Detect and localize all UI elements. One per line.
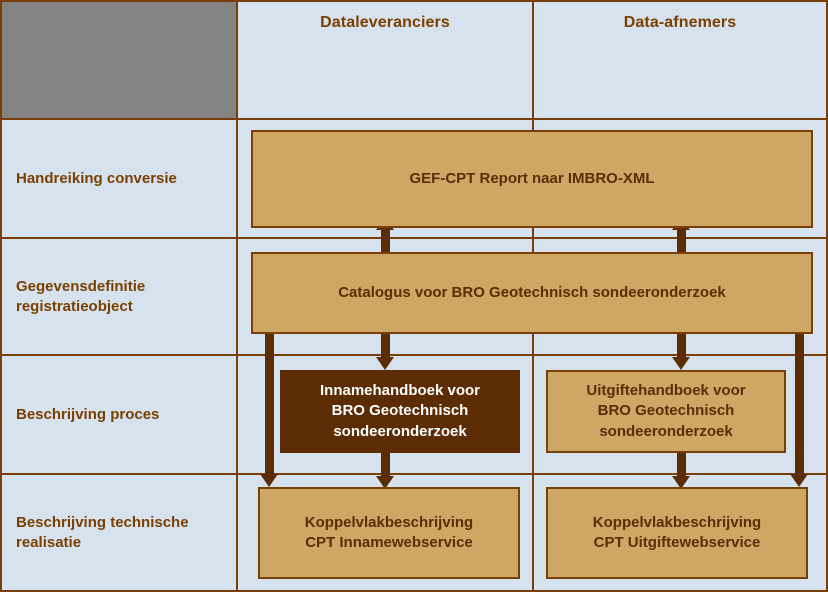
arrow-catalogus-to-koppelvlak-uitgifte-head — [790, 474, 808, 487]
box-gef-cpt-report[interactable]: GEF-CPT Report naar IMBRO-XML — [251, 130, 813, 228]
box-label-line-1: Innamehandboek voor — [319, 382, 481, 400]
corner-cell — [0, 0, 238, 120]
box-uitgiftehandboek[interactable]: Uitgiftehandboek voor BRO Geotechnisch s… — [546, 370, 786, 453]
arrow-innamehandboek-to-koppelvlak-inname-shaft — [381, 452, 390, 478]
row-label-beschrijving-technische-realisatie: Beschrijving technische realisatie — [0, 473, 238, 592]
box-koppelvlak-inname[interactable]: Koppelvlakbeschrijving CPT Innamewebserv… — [258, 487, 520, 579]
arrow-catalogus-to-uitgiftehandboek-head — [672, 357, 690, 370]
column-header-dataleveranciers: Dataleveranciers — [236, 0, 534, 120]
box-label-line-2: BRO Geotechnisch — [597, 402, 735, 420]
arrow-uitgiftehandboek-to-koppelvlak-uitgifte-head — [672, 476, 690, 489]
box-label-line-2: CPT Uitgiftewebservice — [593, 534, 761, 551]
arrow-catalogus-to-koppelvlak-uitgifte-shaft — [795, 333, 804, 476]
arrow-catalogus-to-gefcpt-left-shaft — [381, 228, 390, 254]
box-label-line-1: Koppelvlakbeschrijving — [304, 513, 474, 531]
arrow-catalogus-to-koppelvlak-inname-shaft — [265, 333, 274, 476]
row-label-beschrijving-proces: Beschrijving proces — [0, 354, 238, 475]
arrow-catalogus-to-innamehandboek-shaft — [381, 333, 390, 359]
box-label: Catalogus voor BRO Geotechnisch sondeero… — [338, 283, 726, 301]
arrow-catalogus-to-uitgiftehandboek-shaft — [677, 333, 686, 359]
row-label-text: Gegevensdefinitie registratieobject — [16, 277, 146, 315]
box-label-line-2: BRO Geotechnisch — [331, 402, 469, 420]
box-label: GEF-CPT Report naar IMBRO-XML — [409, 169, 655, 187]
arrow-catalogus-to-koppelvlak-inname-head — [260, 474, 278, 487]
row-label-text: Beschrijving technische realisatie — [16, 513, 189, 551]
row-label-handreiking-conversie: Handreiking conversie — [0, 118, 238, 239]
column-header-label: Data-afnemers — [623, 14, 737, 31]
column-header-data-afnemers: Data-afnemers — [532, 0, 828, 120]
column-header-label: Dataleveranciers — [320, 14, 450, 31]
box-koppelvlak-uitgifte[interactable]: Koppelvlakbeschrijving CPT Uitgiftewebse… — [546, 487, 808, 579]
arrow-catalogus-to-innamehandboek-head — [376, 357, 394, 370]
box-catalogus[interactable]: Catalogus voor BRO Geotechnisch sondeero… — [251, 252, 813, 334]
row-label-text: Handreiking conversie — [16, 169, 177, 187]
box-innamehandboek[interactable]: Innamehandboek voor BRO Geotechnisch son… — [280, 370, 520, 453]
box-label-line-3: sondeeronderzoek — [333, 422, 467, 440]
box-label-line-2: CPT Innamewebservice — [305, 534, 473, 551]
arrow-uitgiftehandboek-to-koppelvlak-uitgifte-shaft — [677, 452, 686, 478]
box-label-line-1: Koppelvlakbeschrijving — [592, 513, 762, 531]
box-label-line-3: sondeeronderzoek — [599, 422, 733, 440]
box-label-line-1: Uitgiftehandboek voor — [586, 382, 746, 400]
row-label-text: Beschrijving proces — [16, 405, 160, 423]
arrow-innamehandboek-to-koppelvlak-inname-head — [376, 476, 394, 489]
row-label-gegevensdefinitie-registratieobject: Gegevensdefinitie registratieobject — [0, 237, 238, 356]
arrow-catalogus-to-gefcpt-right-shaft — [677, 228, 686, 254]
